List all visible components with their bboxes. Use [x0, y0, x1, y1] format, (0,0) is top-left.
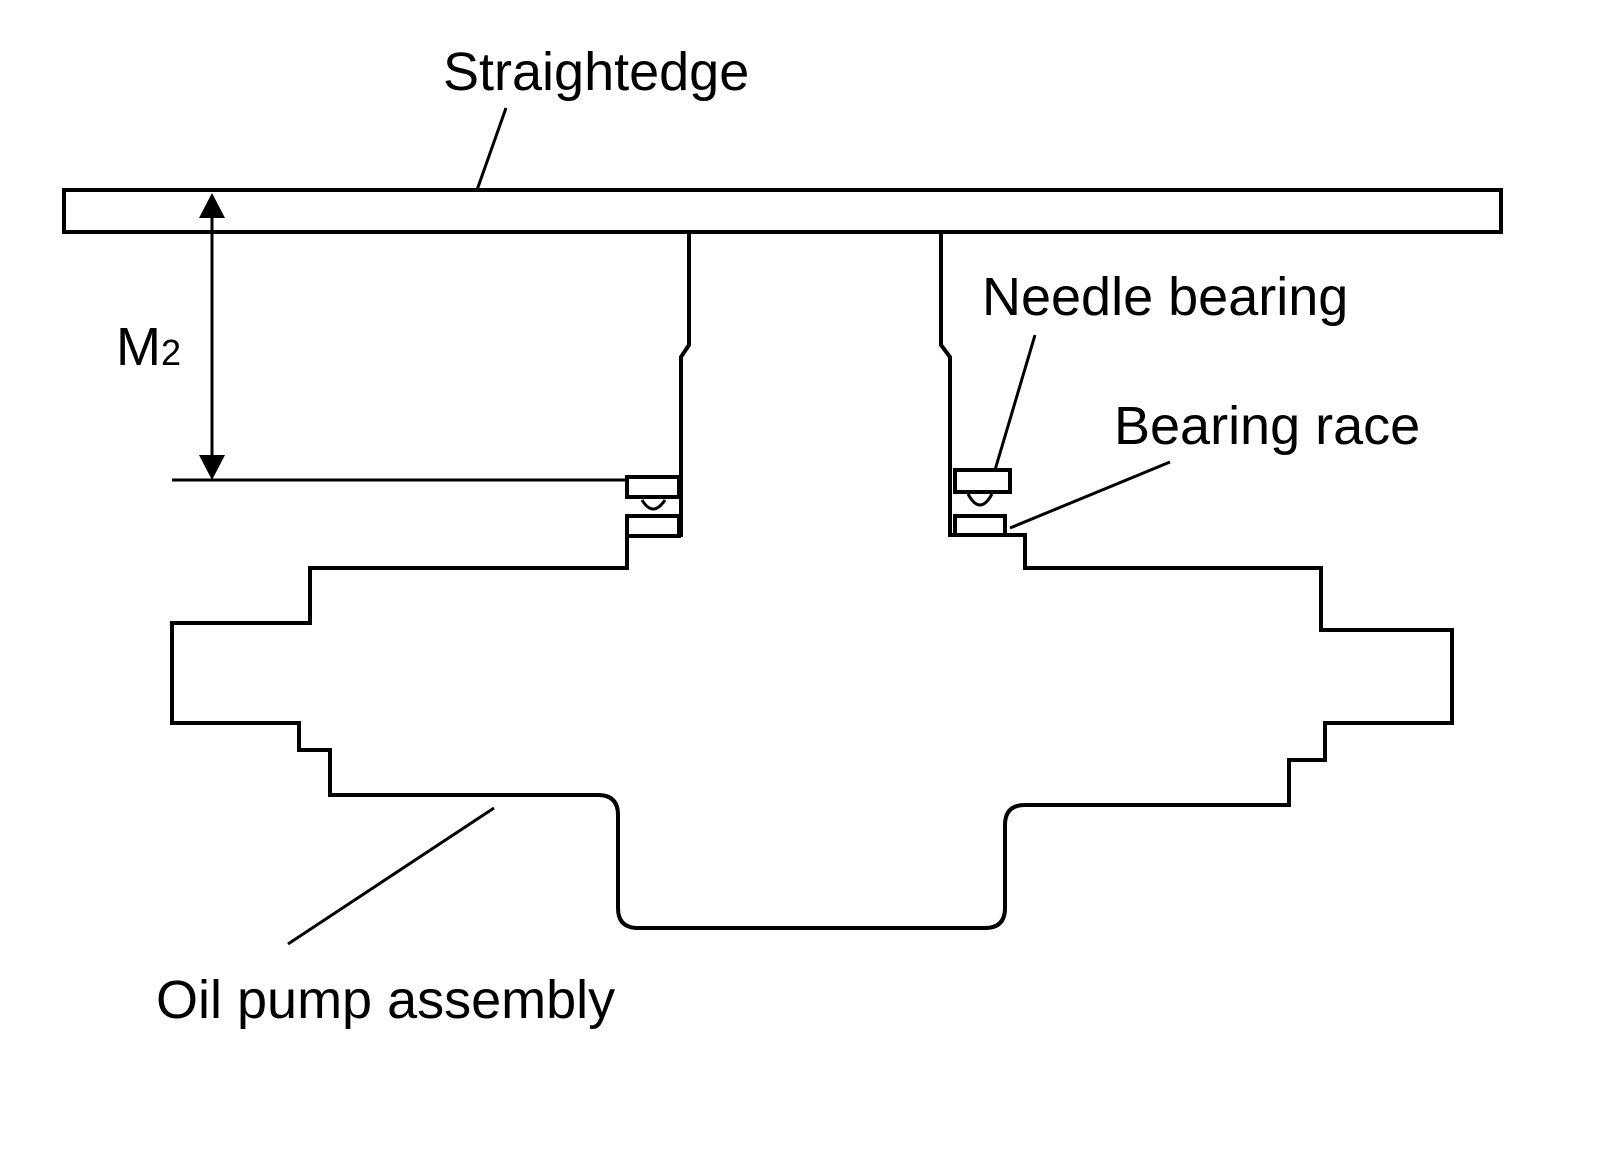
m2-label-subscript: 2	[161, 332, 181, 373]
m2-label-main: M	[116, 317, 161, 377]
m2-label: M2	[116, 317, 181, 377]
straightedge-label: Straightedge	[443, 42, 749, 102]
right-bearing-race-top	[953, 468, 1012, 494]
left-bearing-race-top	[625, 475, 681, 499]
left-bearing-race-bottom	[625, 514, 681, 538]
right-bearing-race-bottom	[953, 514, 1007, 537]
needle-bearing-label: Needle bearing	[982, 267, 1348, 327]
oil-pump-assembly-leader	[287, 806, 495, 946]
m2-arrowhead-bottom	[199, 455, 225, 480]
left-needle-roller	[640, 499, 667, 511]
oil-pump-assembly-outline	[170, 230, 1454, 930]
bearing-race-leader	[1009, 460, 1171, 530]
oil-pump-assembly-label: Oil pump assembly	[156, 970, 615, 1030]
straightedge-bar	[62, 188, 1503, 234]
bearing-race-label: Bearing race	[1114, 396, 1420, 456]
m2-arrowhead-top	[199, 193, 225, 218]
right-needle-roller	[966, 493, 994, 507]
straightedge-leader	[475, 107, 508, 191]
needle-bearing-leader	[993, 334, 1037, 471]
